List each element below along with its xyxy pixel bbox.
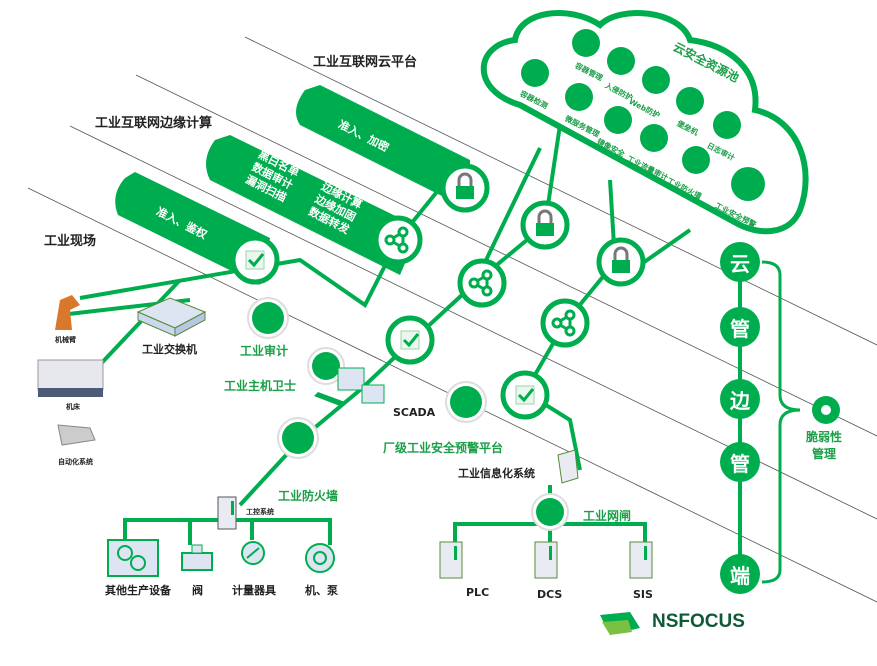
plc-server-icon — [439, 541, 463, 579]
sis-server-icon — [629, 541, 653, 579]
container-scan-icon — [521, 59, 549, 87]
pump-icon — [305, 543, 335, 573]
pillar-pipe: 管 — [720, 307, 760, 347]
firewall-label: 工业防火墙 — [278, 489, 339, 503]
gauge-icon — [241, 541, 265, 565]
microservice-icon — [565, 83, 593, 111]
plant-warning-label: 厂级工业安全预警平台 — [383, 441, 504, 455]
pillar-cloud: 云 — [720, 242, 760, 282]
sis-label: SIS — [633, 588, 653, 601]
info-system-server-icon — [557, 449, 579, 484]
ics-label: 工控系统 — [246, 508, 274, 516]
host-guard-label: 工业主机卫士 — [224, 379, 297, 393]
equipment-label: 其他生产设备 — [105, 584, 171, 597]
share-node — [457, 258, 507, 308]
bastion-icon — [676, 87, 704, 115]
container-manage-icon — [572, 29, 600, 57]
switch-icon — [136, 297, 207, 337]
robot-arm-icon — [55, 295, 80, 330]
cloud-icons — [521, 29, 765, 201]
scada-label: SCADA — [393, 406, 436, 419]
valve-icon — [181, 544, 213, 571]
gear-equipment-icon — [107, 539, 159, 577]
pump-label: 机、泵 — [305, 584, 338, 597]
share-icons — [384, 226, 576, 337]
shield-icon — [607, 47, 635, 75]
cloud-shape — [480, 10, 809, 235]
share-node — [540, 298, 590, 348]
robot-arm-label: 机械臂 — [55, 336, 76, 344]
gauge-label: 计量器具 — [232, 584, 276, 597]
switch-label: 工业交换机 — [142, 343, 197, 356]
pillar-pipe-2: 管 — [720, 442, 760, 482]
vulnerability-label: 脆弱性 管理 — [806, 428, 842, 462]
band-cloud — [296, 85, 470, 210]
valve-label: 阀 — [192, 584, 203, 597]
vulnerability-icon — [812, 396, 840, 424]
pillar-edge: 边 — [720, 379, 760, 419]
device-badge-fill — [252, 302, 564, 526]
traffic-audit-icon — [640, 124, 668, 152]
band-edge — [206, 135, 420, 275]
check-icons — [245, 250, 535, 405]
separator-line — [244, 36, 877, 346]
dcs-server-icon — [534, 541, 558, 579]
lathe-icon — [37, 359, 104, 397]
plc-label: PLC — [466, 586, 490, 599]
vulnerability-line2: 管理 — [812, 447, 837, 461]
layer-label-cloud: 工业互联网云平台 — [313, 55, 418, 70]
database-icon — [604, 106, 632, 134]
agv-icon — [57, 424, 96, 446]
devices — [37, 295, 653, 579]
ics-server-icon — [217, 496, 237, 530]
brand-name: NSFOCUS — [652, 611, 745, 632]
gateway-label: 工业网闸 — [583, 509, 632, 523]
info-system-label: 工业信息化系统 — [458, 467, 535, 480]
nsfocus-logo-icon — [600, 612, 640, 635]
vulnerability-line1: 脆弱性 — [806, 430, 843, 444]
audit-label: 工业审计 — [240, 344, 289, 358]
share-node — [373, 215, 423, 265]
web-protect-icon — [642, 66, 670, 94]
log-audit-icon — [713, 111, 741, 139]
firewall-icon — [682, 146, 710, 174]
dcs-label: DCS — [537, 588, 563, 601]
lock-icons — [456, 172, 630, 273]
pillar-end: 端 — [720, 554, 760, 594]
agv-label: 自动化系统 — [58, 458, 93, 466]
scada-computers-icon — [314, 367, 385, 406]
security-warning-icon — [731, 167, 765, 201]
layer-label-field: 工业现场 — [44, 234, 97, 249]
layer-label-edge: 工业互联网边缘计算 — [95, 116, 213, 131]
lathe-label: 机床 — [66, 403, 80, 411]
